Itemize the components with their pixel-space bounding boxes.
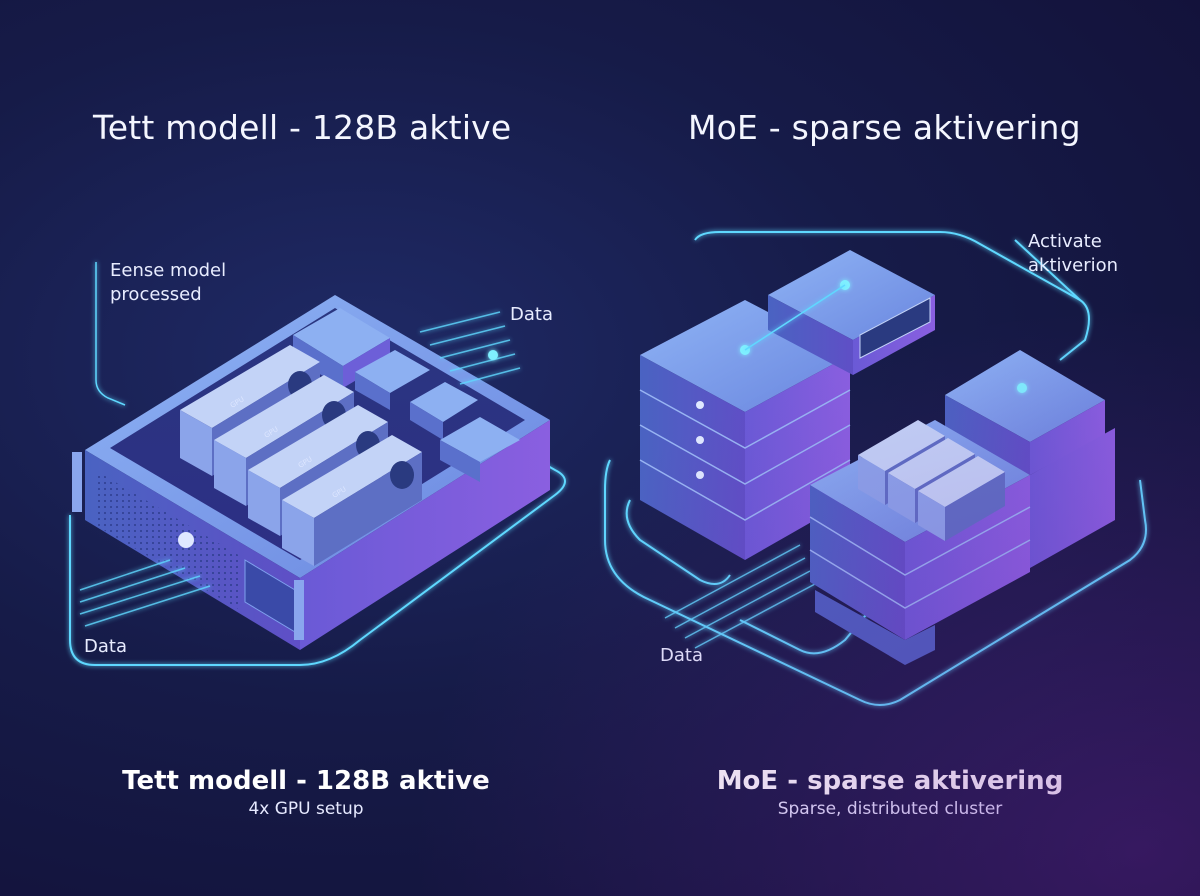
rack-ear-left: [72, 452, 82, 512]
power-button: [178, 532, 194, 548]
server-top-box: [744, 250, 935, 375]
moe-annotation-line1: Activate: [1028, 231, 1102, 252]
data-label-out: Data: [84, 636, 127, 657]
psu-top: [293, 308, 390, 366]
psu-block-3: [410, 382, 478, 422]
moe-gpu-card-3: [918, 456, 1005, 541]
left-caption-title: Tett modell - 128B aktive: [122, 766, 490, 796]
annotation-leader: [95, 262, 126, 406]
chassis-side: [300, 420, 550, 650]
data-node-in: [488, 350, 498, 360]
right-caption-title: MoE - sparse aktivering: [716, 766, 1064, 796]
right-title: MoE - sparse aktivering: [688, 108, 1081, 147]
rack-ear-right: [294, 580, 304, 640]
dense-annotation-line2: processed: [110, 284, 202, 305]
moe-annotation-line2: aktiverion: [1028, 255, 1119, 276]
data-label-in: Data: [510, 304, 553, 325]
moe-cluster: [604, 231, 1147, 706]
moe-data-streams: [664, 544, 816, 649]
moe-data-label: Data: [660, 645, 703, 666]
data-stream-out: [79, 559, 211, 627]
left-caption-subtitle: 4x GPU setup: [248, 799, 364, 819]
dense-server: GPU GPU GPU GPU: [69, 262, 566, 666]
data-stream-in: [419, 311, 521, 385]
left-title: Tett modell - 128B aktive: [93, 108, 512, 147]
dense-glow-path: [69, 449, 566, 666]
server-stack-b: [945, 350, 1115, 568]
dense-annotation-line1: Eense model: [110, 260, 227, 281]
psu-block-4: [440, 417, 520, 462]
psu-block-2: [355, 350, 430, 393]
right-caption-subtitle: Sparse, distributed cluster: [777, 799, 1003, 819]
dense-annotation: Eense model processed: [110, 259, 226, 307]
front-mesh: [95, 470, 240, 610]
gpu-card-4: GPU: [282, 435, 422, 566]
moe-annotation: Activate aktiverion: [1028, 230, 1118, 278]
moe-glow-paths: [604, 231, 1147, 706]
